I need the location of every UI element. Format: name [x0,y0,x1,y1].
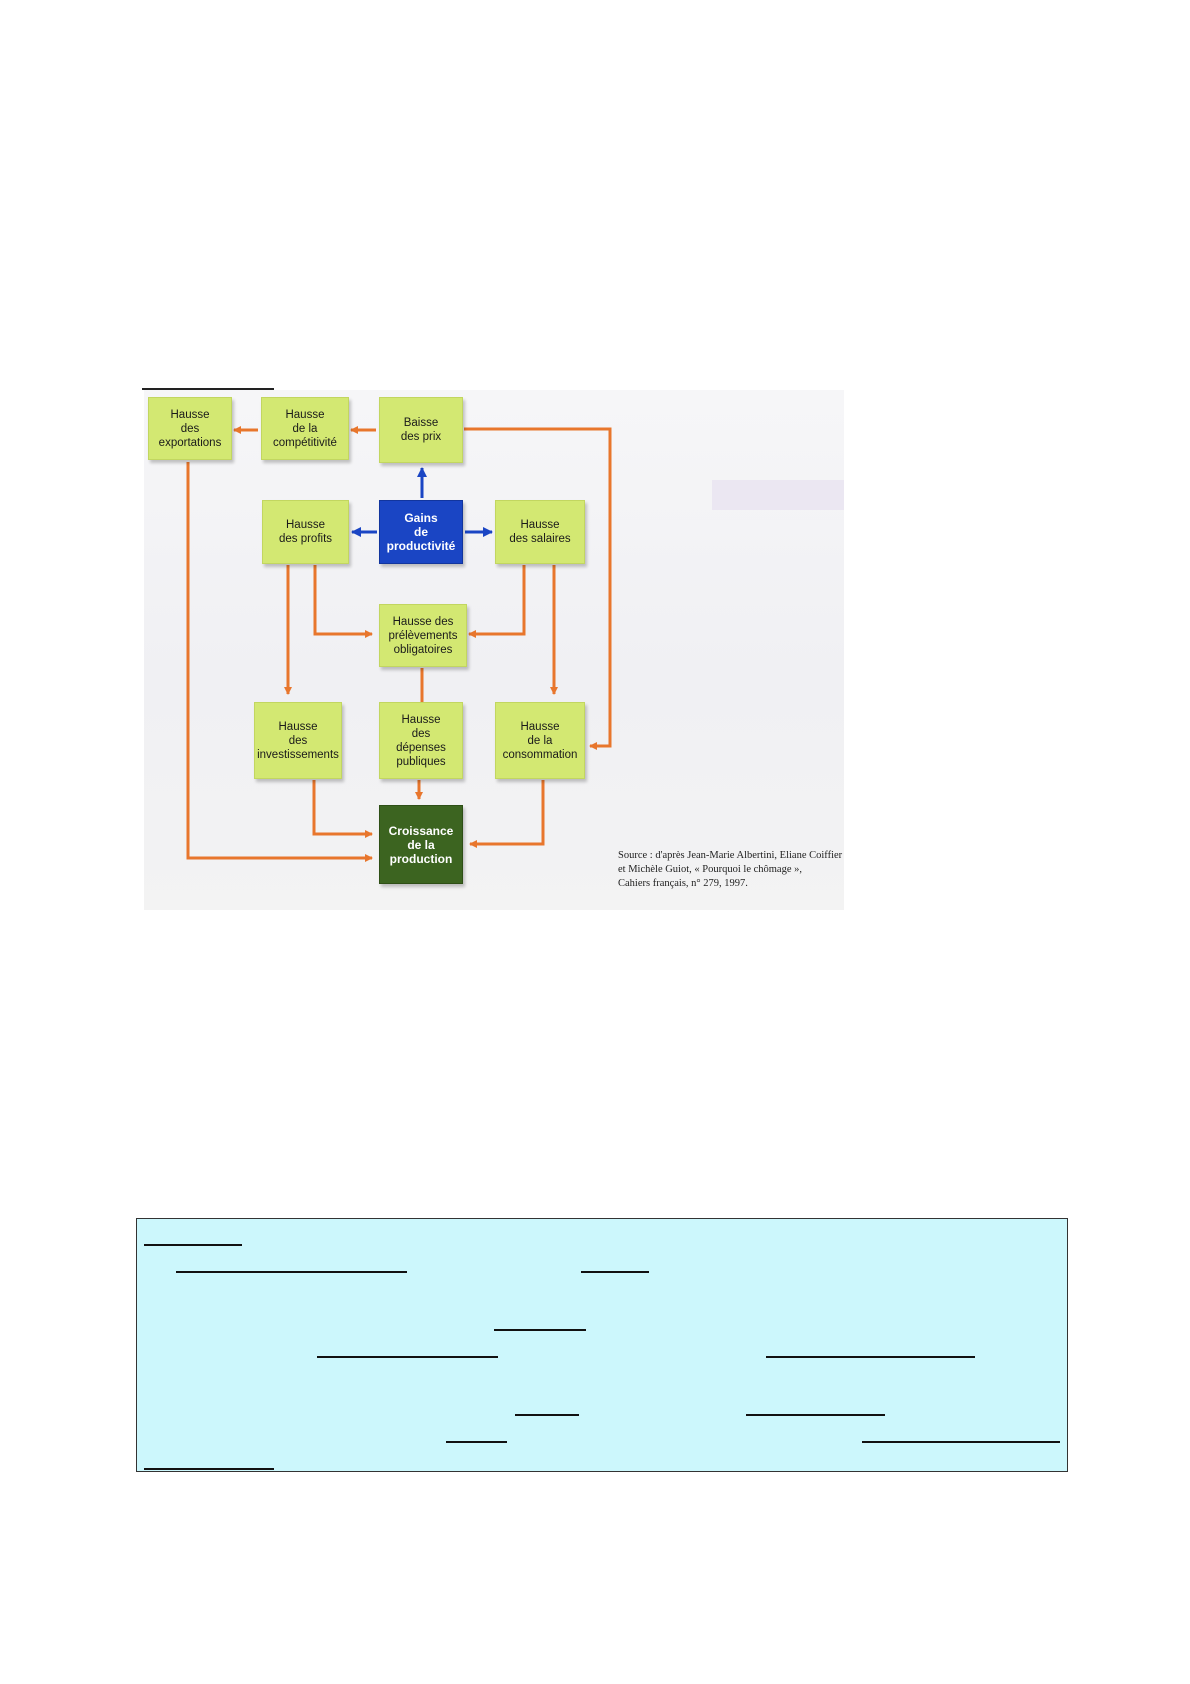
node-gains-productivite: Gains de productivité [379,500,463,564]
arrow-investissements-to-croissance [312,780,373,838]
blank-line-11[interactable] [144,1468,274,1470]
node-hausse-prelevements: Hausse des prélèvements obligatoires [379,604,467,667]
arrow-profits-to-prelevements [313,565,373,638]
node-baisse-prix: Baisse des prix [379,397,463,463]
blank-line-2[interactable] [176,1271,407,1273]
node-hausse-investissements: Hausse des investissements [254,702,342,779]
blank-line-4[interactable] [494,1329,586,1331]
node-hausse-exportations: Hausse des exportations [148,397,232,460]
node-hausse-profits: Hausse des profits [262,500,349,564]
fill-in-exercise-box [136,1218,1068,1472]
blank-line-9[interactable] [446,1441,507,1443]
node-croissance-production: Croissance de la production [379,805,463,884]
node-hausse-depenses-publiques: Hausse des dépenses publiques [379,702,463,779]
arrow-consommation-to-croissance [469,780,545,848]
blank-line-8[interactable] [746,1414,885,1416]
node-hausse-competitivite: Hausse de la compétitivité [261,397,349,460]
diagram-background-tint [712,480,844,510]
blank-line-3[interactable] [581,1271,649,1273]
arrow-salaires-to-prelevements [468,565,526,638]
blank-line-7[interactable] [515,1414,579,1416]
header-rule [142,388,274,390]
source-caption: Source : d'après Jean-Marie Albertini, E… [618,850,843,889]
diagram-background [144,390,844,910]
node-hausse-consommation: Hausse de la consommation [495,702,585,779]
blank-line-10[interactable] [862,1441,1060,1443]
blank-line-5[interactable] [317,1356,498,1358]
blank-line-1[interactable] [144,1244,242,1246]
arrow-prix-to-consommation [464,427,612,750]
arrow-exportations-to-croissance [186,462,373,862]
blank-line-6[interactable] [766,1356,975,1358]
node-hausse-salaires: Hausse des salaires [495,500,585,564]
